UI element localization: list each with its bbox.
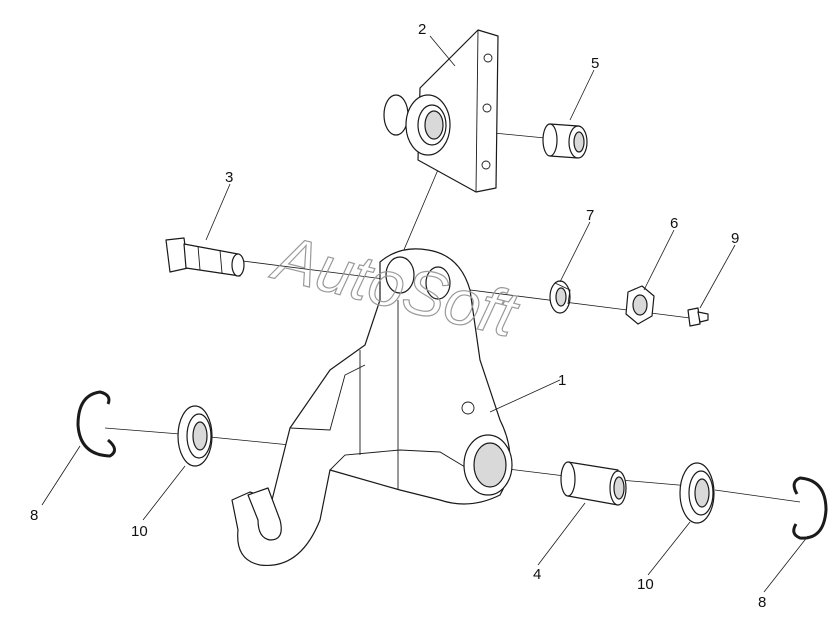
- callout-4: 4: [533, 566, 541, 583]
- callout-10-left: 10: [131, 523, 148, 540]
- callout-8-left: 8: [30, 507, 38, 524]
- part-8-circlip-left: [76, 390, 116, 458]
- callout-9: 9: [731, 230, 739, 247]
- part-2-mounting-plate: [383, 29, 499, 193]
- callout-8-right: 8: [758, 594, 766, 611]
- callout-10-right: 10: [637, 576, 654, 593]
- part-8-circlip-right: [792, 476, 828, 540]
- callout-6: 6: [670, 215, 678, 232]
- callout-2: 2: [418, 21, 426, 38]
- part-1-bracket: [231, 248, 513, 567]
- callout-leader-lines: [41, 35, 809, 593]
- part-10-bearing-left: [177, 405, 213, 467]
- part-4-bushing: [560, 461, 627, 506]
- part-9-grease-nipple: [687, 307, 709, 327]
- part-3-pin: [165, 237, 245, 277]
- part-6-nut: [625, 285, 655, 325]
- callout-labels: 2 5 3 7 6 9 1 8 10 4 10 8: [30, 21, 766, 611]
- part-7-lock-washer: [549, 280, 571, 314]
- callout-1: 1: [558, 372, 566, 389]
- callout-7: 7: [586, 207, 594, 224]
- part-5-bushing: [542, 123, 588, 159]
- part-10-bearing-right: [679, 462, 715, 524]
- callout-5: 5: [591, 55, 599, 72]
- callout-3: 3: [225, 169, 233, 186]
